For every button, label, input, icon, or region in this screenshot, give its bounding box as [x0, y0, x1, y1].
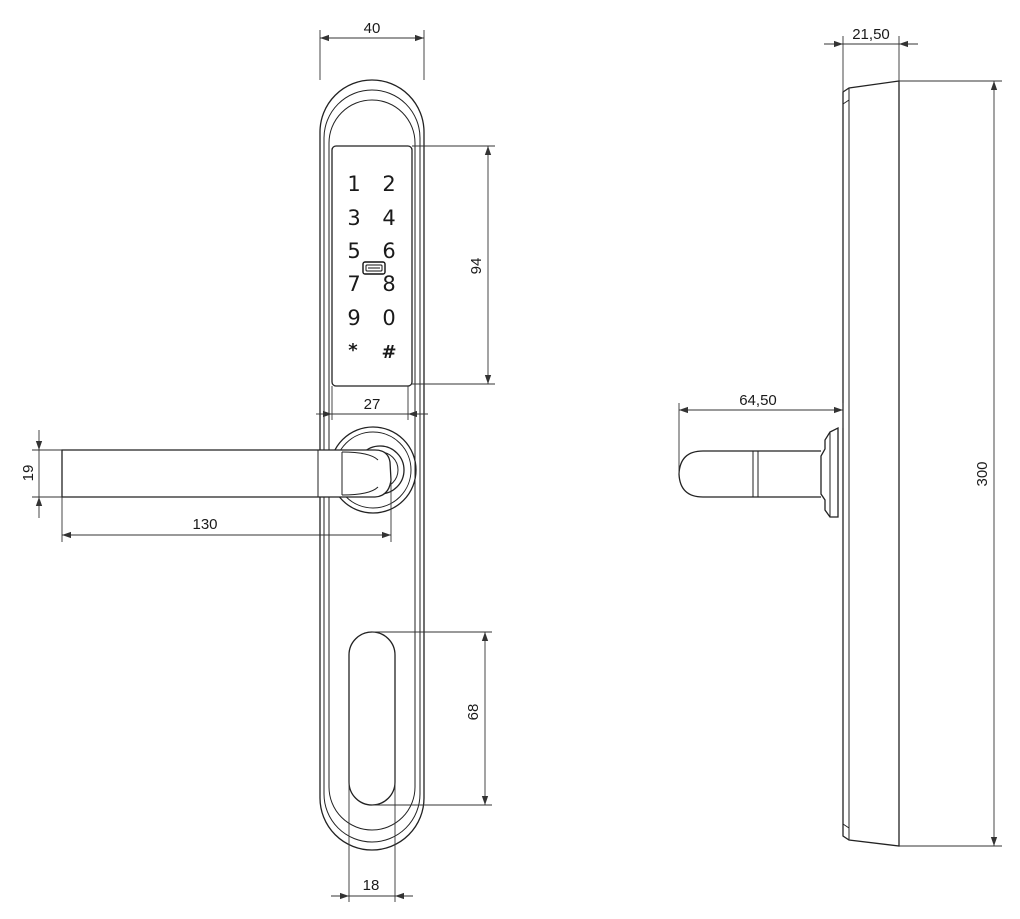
dim-total-height: 300 — [974, 461, 991, 486]
key-9[interactable]: 9 — [347, 306, 360, 330]
side-dimensions: 21,50 64,50 300 — [678, 26, 1002, 847]
side-view — [678, 80, 900, 847]
key-2[interactable]: 2 — [382, 172, 395, 196]
key-1[interactable]: 1 — [347, 172, 360, 196]
dim-plate-depth: 21,50 — [852, 26, 890, 43]
key-0[interactable]: 0 — [382, 306, 395, 330]
lower-slot — [348, 631, 396, 806]
dim-plate-width: 40 — [364, 20, 381, 37]
dim-handle-thickness: 19 — [20, 465, 37, 482]
key-3[interactable]: 3 — [347, 206, 360, 230]
side-plate-outline — [842, 80, 900, 847]
keypad-keys: 1 2 3 4 5 6 7 8 9 0 * # — [347, 172, 396, 363]
keypad-panel — [331, 145, 413, 387]
key-7[interactable]: 7 — [347, 272, 360, 296]
dim-keypad-width: 27 — [364, 396, 381, 413]
dim-handle-length: 130 — [192, 516, 217, 533]
card-reader-icon — [362, 261, 386, 275]
front-dimensions: 40 94 27 19 130 68 1 — [20, 20, 495, 902]
key-star[interactable]: * — [348, 340, 358, 361]
dim-slot-width: 18 — [363, 877, 380, 894]
dim-keypad-height: 94 — [468, 258, 485, 275]
key-5[interactable]: 5 — [347, 239, 360, 263]
dim-slot-height: 68 — [465, 704, 482, 721]
key-6[interactable]: 6 — [382, 239, 395, 263]
dim-handle-projection: 64,50 — [739, 392, 777, 409]
key-4[interactable]: 4 — [382, 206, 395, 230]
key-hash[interactable]: # — [381, 342, 396, 363]
key-8[interactable]: 8 — [382, 272, 395, 296]
side-handle — [678, 426, 839, 518]
lever-handle — [61, 449, 392, 498]
front-view: 1 2 3 4 5 6 7 8 9 0 * # — [61, 79, 425, 851]
